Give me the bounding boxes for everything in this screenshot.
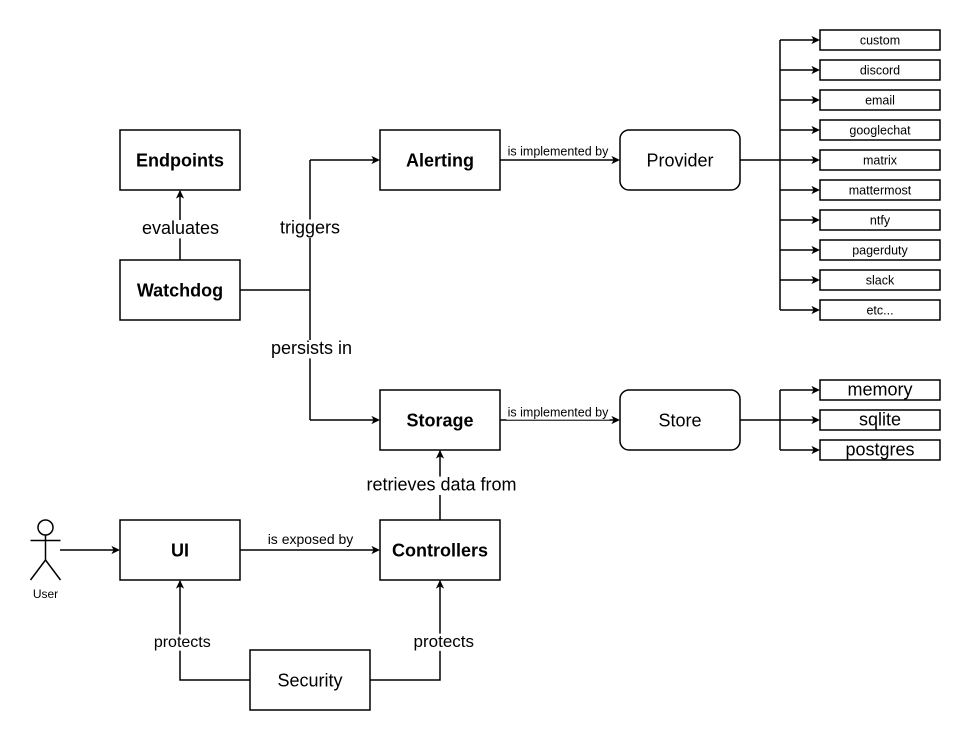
svg-text:Provider: Provider — [646, 151, 713, 171]
svg-text:Alerting: Alerting — [406, 151, 474, 171]
svg-text:ntfy: ntfy — [870, 214, 891, 228]
svg-text:discord: discord — [860, 64, 900, 78]
svg-text:Controllers: Controllers — [392, 541, 488, 561]
svg-text:memory: memory — [847, 380, 912, 400]
svg-text:googlechat: googlechat — [849, 124, 911, 138]
svg-text:protects: protects — [154, 634, 211, 651]
svg-text:is implemented by: is implemented by — [508, 406, 609, 420]
svg-text:User: User — [33, 587, 58, 601]
svg-text:Watchdog: Watchdog — [137, 281, 223, 301]
svg-text:mattermost: mattermost — [849, 184, 912, 198]
svg-text:triggers: triggers — [280, 218, 340, 238]
svg-text:UI: UI — [171, 541, 189, 561]
svg-text:sqlite: sqlite — [859, 410, 901, 430]
svg-text:protects: protects — [414, 632, 474, 651]
svg-text:custom: custom — [860, 34, 900, 48]
svg-text:postgres: postgres — [845, 440, 914, 460]
svg-text:email: email — [865, 94, 895, 108]
svg-text:retrieves data from: retrieves data from — [366, 475, 516, 495]
svg-text:Endpoints: Endpoints — [136, 151, 224, 171]
svg-text:evaluates: evaluates — [142, 218, 219, 238]
svg-text:Storage: Storage — [406, 411, 473, 431]
svg-text:slack: slack — [866, 274, 895, 288]
svg-text:pagerduty: pagerduty — [852, 244, 908, 258]
svg-text:is exposed by: is exposed by — [268, 531, 354, 547]
svg-text:Security: Security — [277, 671, 342, 691]
svg-text:matrix: matrix — [863, 154, 898, 168]
svg-text:Store: Store — [658, 411, 701, 431]
svg-text:etc...: etc... — [866, 304, 893, 318]
svg-text:persists in: persists in — [271, 338, 352, 358]
svg-text:is implemented by: is implemented by — [508, 145, 609, 159]
